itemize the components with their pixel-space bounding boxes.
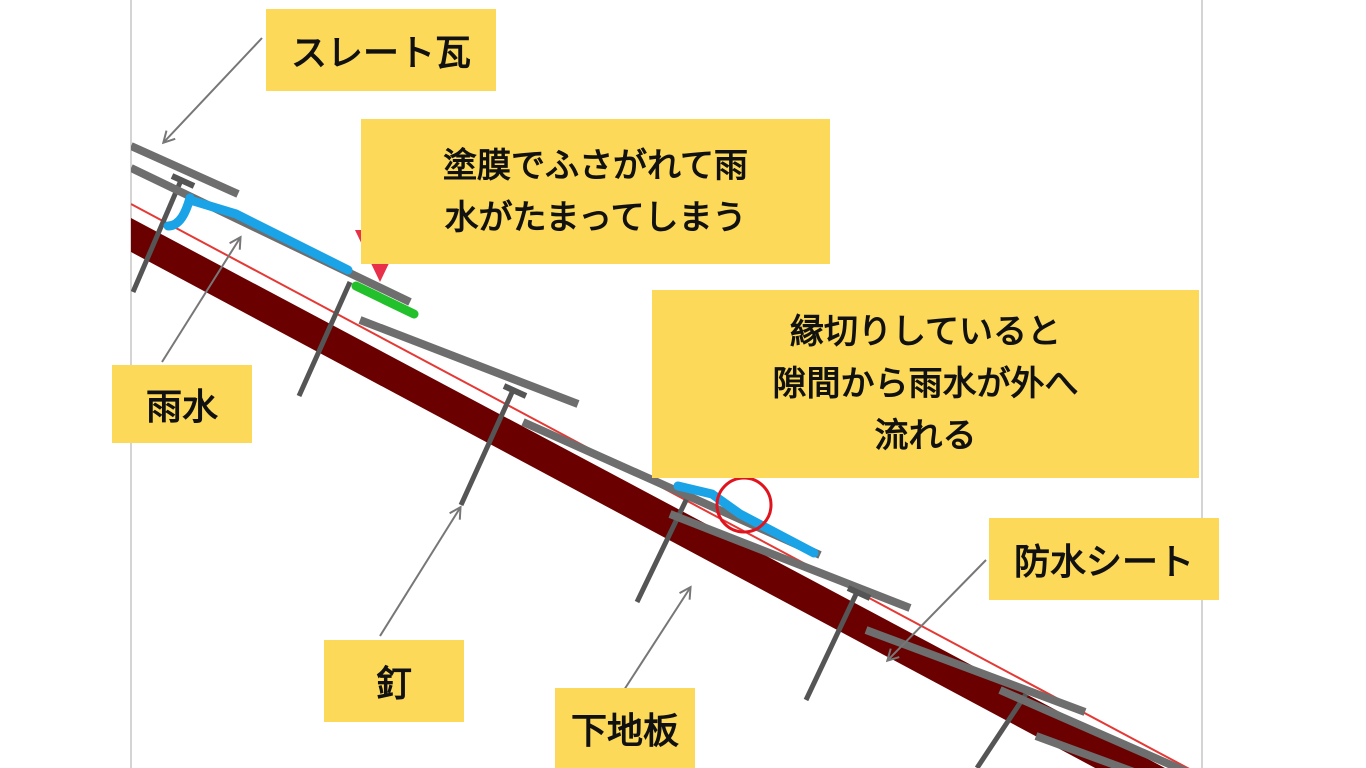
label-base-board: 下地板 bbox=[555, 688, 695, 768]
label-slate-tile-text: スレート瓦 bbox=[290, 33, 471, 74]
note1-line2: 水がたまってしまう bbox=[444, 197, 747, 238]
nail bbox=[458, 386, 517, 507]
label-slate-tile: スレート瓦 bbox=[266, 9, 496, 91]
base-board bbox=[131, 218, 1165, 768]
slate-tile bbox=[668, 510, 912, 612]
label-nail-text: 釘 bbox=[375, 664, 412, 705]
flowing-rainwater bbox=[673, 481, 819, 558]
nail bbox=[296, 280, 353, 398]
nail-heads bbox=[170, 173, 872, 601]
slate-leader-arrow bbox=[164, 37, 263, 142]
nail bbox=[131, 177, 185, 293]
slate-tile bbox=[864, 626, 1087, 716]
paint-film bbox=[351, 281, 419, 319]
label-waterproof-sheet-text: 防水シート bbox=[1013, 542, 1194, 583]
note1-line1: 塗膜でふさがれて雨 bbox=[443, 145, 748, 186]
gap-highlight-circle bbox=[715, 476, 773, 534]
slate-tile bbox=[1034, 732, 1135, 768]
note2-line2: 隙間から雨水が外へ bbox=[772, 364, 1079, 404]
label-base-board-text: 下地板 bbox=[570, 711, 679, 752]
rain-leader-arrow bbox=[161, 238, 240, 363]
sheet-leader-arrow bbox=[888, 559, 987, 660]
label-rainwater: 雨水 bbox=[112, 365, 252, 443]
note2-line3: 流れる bbox=[874, 416, 977, 456]
trapped-rainwater bbox=[163, 193, 353, 275]
nail bbox=[803, 588, 861, 702]
nail-leader-arrow bbox=[379, 508, 460, 637]
nail-head bbox=[846, 585, 872, 601]
nail bbox=[634, 490, 693, 604]
leader-arrows bbox=[161, 37, 987, 691]
nails bbox=[131, 177, 1029, 768]
nail-head bbox=[170, 173, 196, 189]
label-rainwater-text: 雨水 bbox=[145, 387, 218, 428]
slate-tile bbox=[998, 686, 1189, 768]
label-nail: 釘 bbox=[324, 640, 464, 722]
note2-line1: 縁切りしていると bbox=[790, 312, 1061, 352]
note-paint-blocks-water: 塗膜でふさがれて雨 水がたまってしまう bbox=[361, 119, 830, 264]
nail bbox=[974, 692, 1029, 768]
slate-tile bbox=[358, 316, 580, 408]
nail-head bbox=[502, 383, 528, 399]
note-gap-lets-water-out: 縁切りしていると 隙間から雨水が外へ 流れる bbox=[652, 290, 1199, 478]
label-waterproof-sheet: 防水シート bbox=[989, 518, 1219, 600]
slate-tile bbox=[131, 142, 240, 198]
board-leader-arrow bbox=[623, 588, 690, 691]
